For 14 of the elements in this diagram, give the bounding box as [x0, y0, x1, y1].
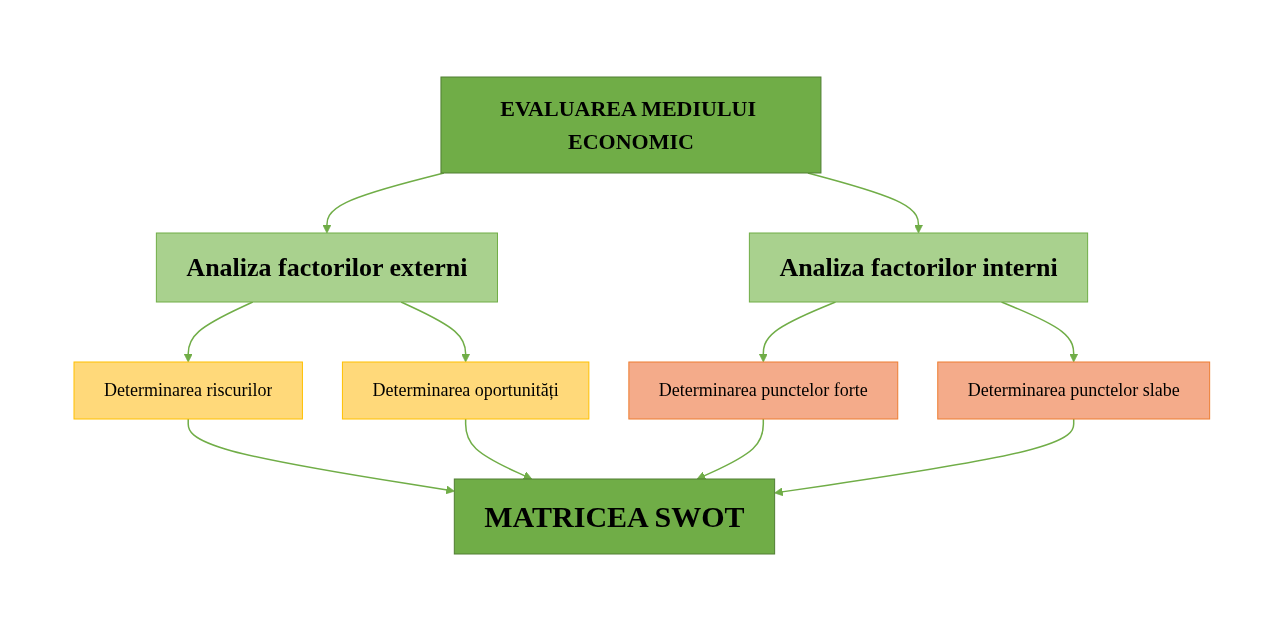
arrow — [187, 418, 455, 495]
arrow — [400, 301, 470, 363]
node-box: Determinarea oportunități — [341, 361, 590, 420]
node-box: EVALUAREA MEDIULUI ECONOMIC — [440, 76, 822, 174]
node-box: MATRICEA SWOT — [453, 478, 775, 555]
node-box: Analiza factorilor interni — [748, 232, 1088, 303]
node-box: Determinarea riscurilor — [73, 361, 303, 420]
node-box: Determinarea punctelor forte — [628, 361, 898, 420]
node-box: Analiza factorilor externi — [155, 232, 498, 303]
arrow — [464, 418, 532, 480]
arrow — [696, 418, 764, 480]
node-box: Determinarea punctelor slabe — [936, 361, 1210, 420]
arrow — [773, 418, 1075, 497]
arrow — [758, 301, 836, 363]
